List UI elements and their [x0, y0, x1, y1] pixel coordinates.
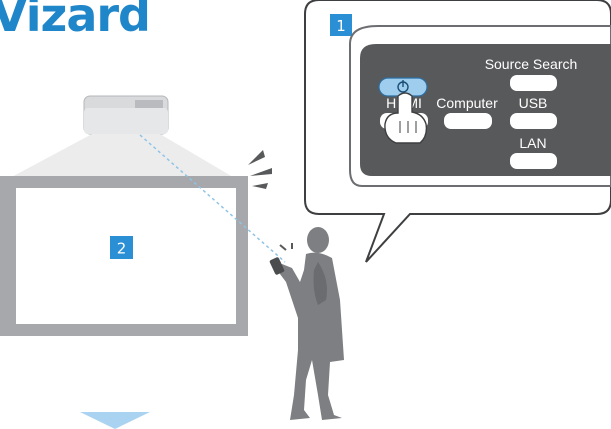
lan-button[interactable] — [510, 153, 557, 169]
computer-button[interactable] — [444, 113, 492, 129]
person-silhouette — [278, 227, 344, 420]
lan-label: LAN — [519, 135, 546, 151]
projection-beam — [6, 134, 238, 180]
remote-control: Source Search HDMI Computer USB LAN — [350, 26, 611, 186]
source-search-button[interactable] — [510, 75, 557, 91]
projector — [84, 96, 168, 134]
step-2-badge: 2 — [110, 236, 133, 259]
step-1-badge: 1 — [330, 14, 352, 36]
next-step-arrow — [80, 412, 150, 429]
phone-signal-icon — [280, 243, 292, 250]
step-1-number: 1 — [336, 17, 346, 35]
step-2-number: 2 — [117, 240, 127, 258]
usb-label: USB — [519, 95, 548, 111]
source-search-label: Source Search — [485, 56, 578, 72]
signal-burst-icon — [248, 150, 272, 189]
computer-label: Computer — [436, 95, 498, 111]
usb-button[interactable] — [510, 113, 557, 129]
